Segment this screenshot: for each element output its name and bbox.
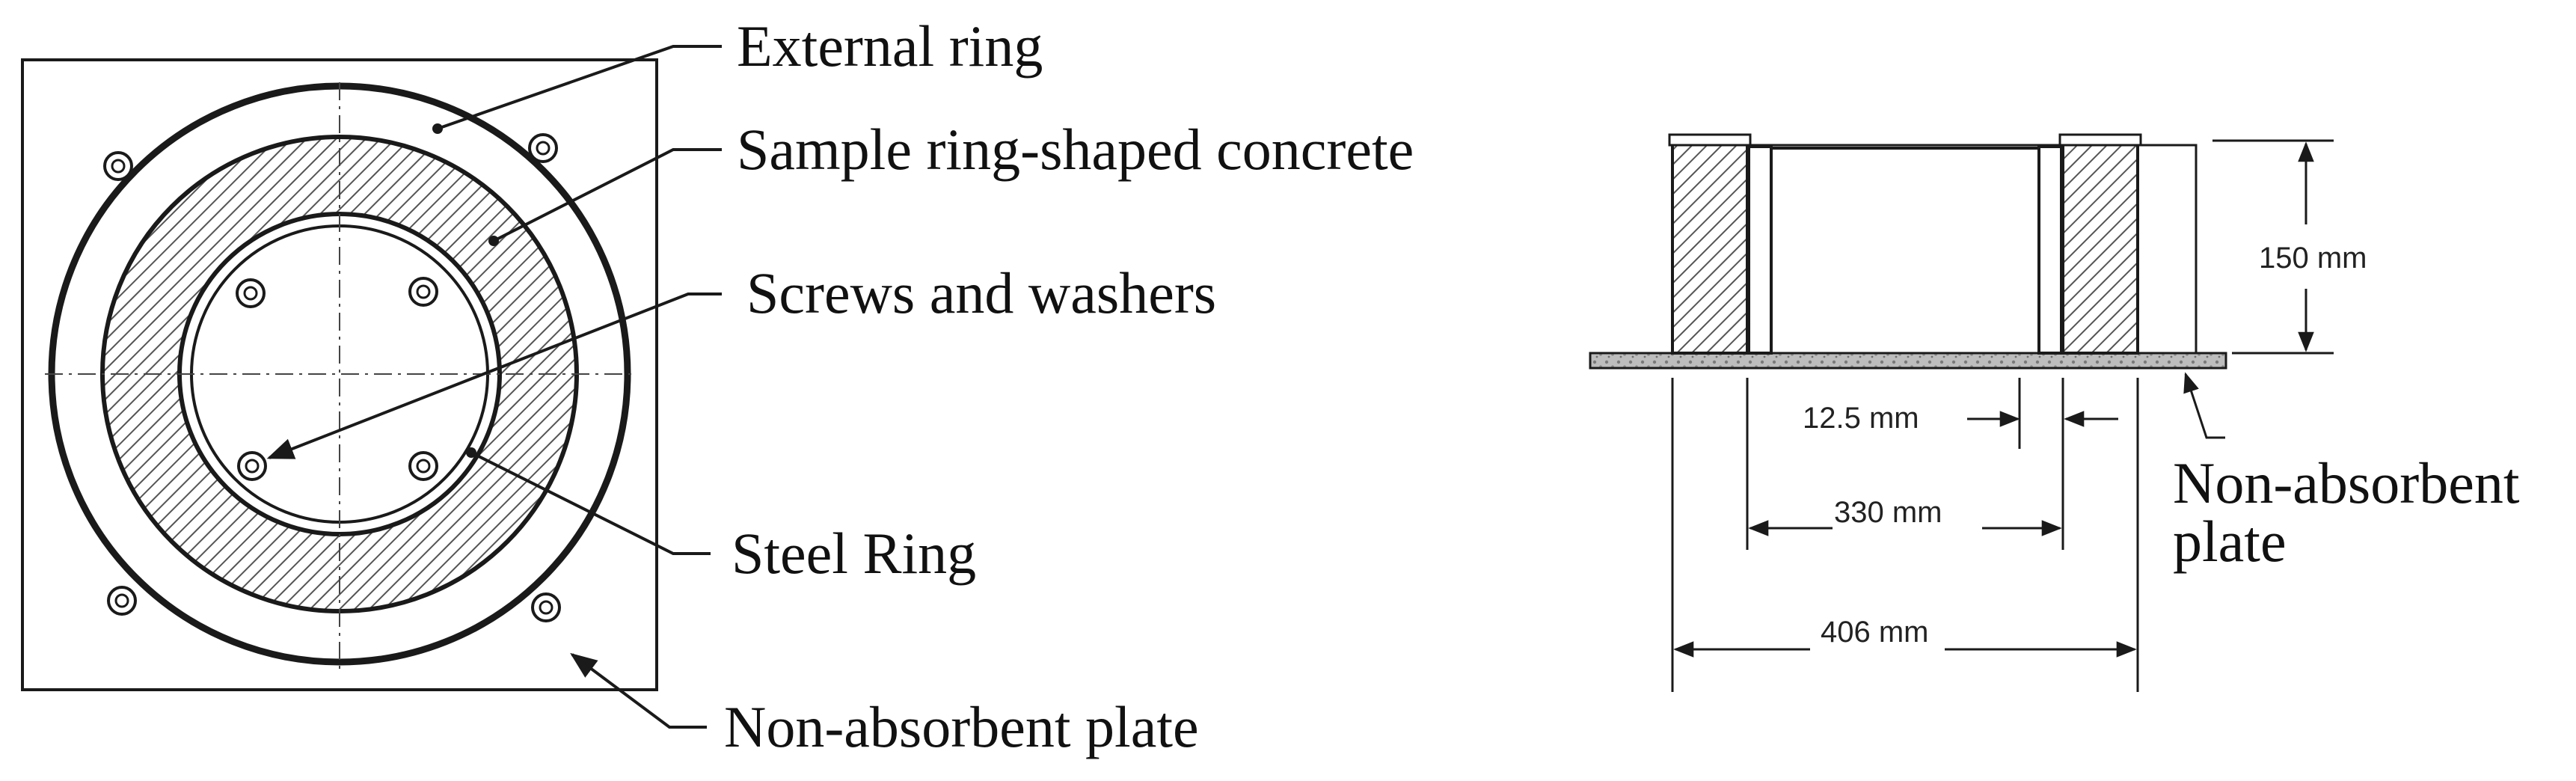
label-plate-side-line2: plate [2173, 509, 2287, 574]
screw [236, 278, 266, 308]
screw [531, 592, 561, 622]
leader-sample-ring [493, 148, 722, 242]
screw [107, 586, 137, 616]
screw [408, 451, 438, 481]
concrete-wall-right [2061, 141, 2139, 355]
steel-wall-left [1747, 145, 1773, 355]
ring-cap-right [2058, 133, 2142, 147]
screw [528, 133, 558, 163]
side-view [1589, 133, 2227, 370]
label-screws: Screws and washers [746, 260, 1216, 325]
label-plate-side-line1: Non-absorbent [2173, 450, 2520, 515]
screw [103, 151, 133, 181]
leader-plate-side [2183, 372, 2225, 439]
leader-plate [570, 652, 707, 729]
label-plate-top: Non-absorbent plate [724, 694, 1199, 759]
steel-wall-right [2037, 145, 2063, 355]
label-external-ring: External ring [737, 13, 1043, 79]
side-view-dimensions [1671, 139, 2334, 692]
screw [408, 277, 438, 307]
leader-external-ring [437, 45, 722, 130]
ring-cap-left [1668, 133, 1752, 147]
label-sample-ring: Sample ring-shaped concrete [737, 117, 1414, 182]
base-plate-side [1589, 352, 2227, 370]
screw [237, 451, 267, 481]
leader-screws [266, 293, 722, 459]
leader-steel-ring [470, 451, 711, 555]
label-steel-ring: Steel Ring [732, 521, 976, 586]
dim-label-height: 150 mm [2259, 242, 2367, 275]
dim-label-outer: 406 mm [1821, 616, 1929, 649]
dim-label-wall: 12.5 mm [1803, 402, 1919, 435]
concrete-wall-left [1671, 141, 1749, 355]
top-view-leaders [266, 45, 722, 729]
dim-label-inner: 330 mm [1834, 496, 1942, 529]
top-view [21, 58, 658, 691]
